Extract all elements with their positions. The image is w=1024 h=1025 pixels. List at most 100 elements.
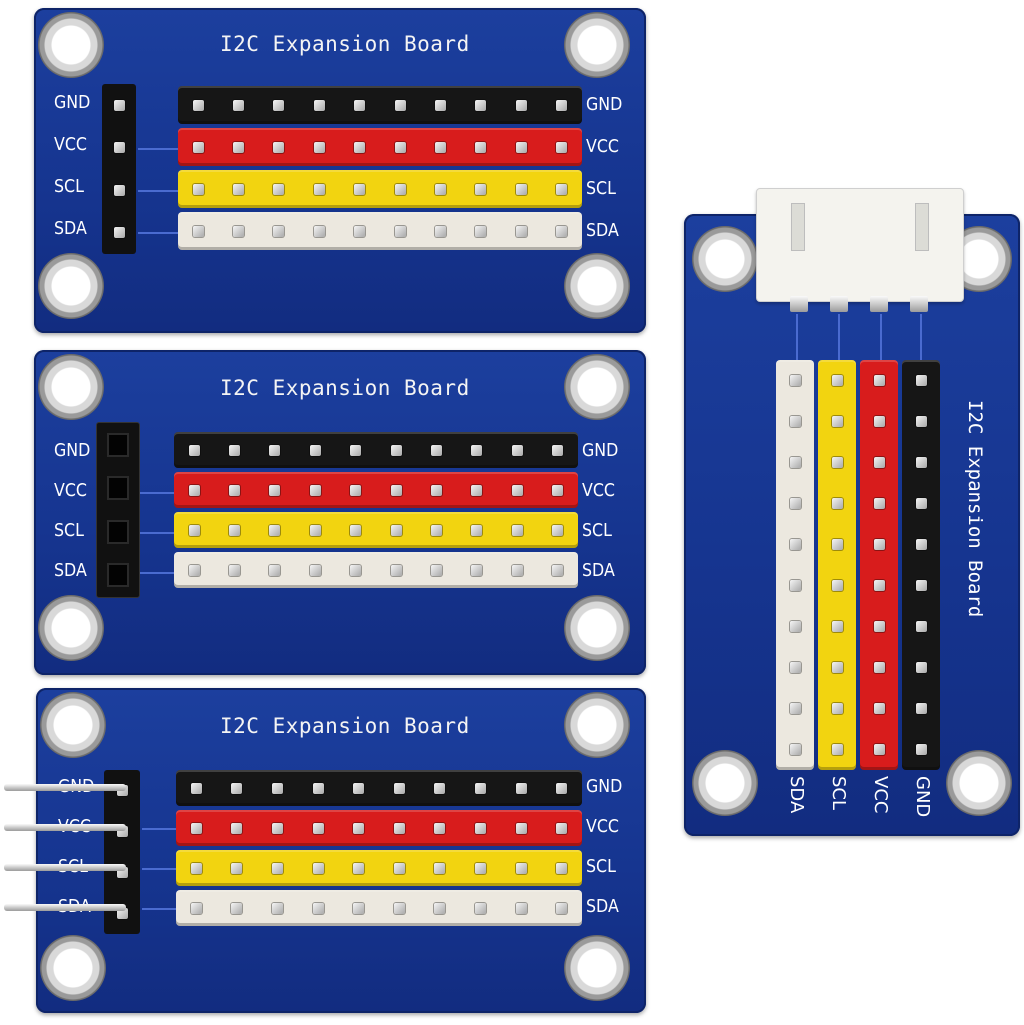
connector-pin — [910, 296, 928, 312]
board-title: I2C Expansion Board — [220, 376, 470, 400]
header-pin — [113, 227, 125, 239]
header-pin — [113, 184, 125, 196]
mounting-hole — [564, 253, 630, 319]
header-pin — [231, 782, 243, 794]
header-pin — [312, 822, 324, 834]
header-pin — [394, 183, 406, 195]
header-pin — [873, 703, 885, 714]
header-pin — [229, 484, 241, 496]
header-pin — [393, 862, 405, 874]
header-pin — [915, 416, 927, 427]
gnd-pin-rail — [174, 432, 578, 468]
header-pin — [831, 539, 843, 550]
label-sda-left: SDA — [54, 218, 87, 239]
header-pin — [552, 524, 564, 536]
pcb-trace — [140, 492, 174, 494]
pcb-trace — [838, 314, 840, 364]
header-pin — [831, 457, 843, 468]
header-pin — [915, 621, 927, 632]
header-pin — [511, 524, 523, 536]
vcc-pin-rail — [174, 472, 578, 508]
header-pin — [915, 375, 927, 386]
pcb-trace — [142, 868, 178, 870]
header-pin — [313, 99, 325, 111]
header-pin — [192, 141, 204, 153]
header-pin — [789, 703, 801, 714]
header-pin — [789, 457, 801, 468]
board-right-angle-header: I2C Expansion Board GND VCC SCL SDA GND … — [36, 688, 646, 1013]
label-gnd-right: GND — [586, 94, 623, 115]
scl-pin-rail — [818, 360, 856, 770]
header-pin — [354, 141, 366, 153]
header-pin — [188, 524, 200, 536]
header-pin — [831, 621, 843, 632]
header-pin — [273, 99, 285, 111]
header-pin — [434, 822, 446, 834]
header-pin — [271, 782, 283, 794]
header-pin — [831, 416, 843, 427]
header-pin — [831, 703, 843, 714]
female-socket-header — [96, 422, 140, 598]
header-pin — [233, 141, 245, 153]
header-pin — [915, 457, 927, 468]
header-pin — [271, 902, 283, 914]
header-pin — [309, 564, 321, 576]
header-pin — [116, 867, 128, 878]
header-pin — [192, 183, 204, 195]
header-pin — [831, 580, 843, 591]
gnd-pin-rail — [902, 360, 940, 770]
mounting-hole — [564, 12, 630, 78]
header-pin — [789, 416, 801, 427]
header-pin — [873, 580, 885, 591]
board-male-header: I2C Expansion Board GND VCC SCL SDA GND … — [34, 8, 646, 333]
header-pin — [434, 862, 446, 874]
header-pin — [873, 662, 885, 673]
pcb-trace — [140, 532, 174, 534]
header-pin — [556, 141, 568, 153]
header-pin — [515, 782, 527, 794]
header-pin — [353, 902, 365, 914]
mounting-hole — [564, 935, 630, 1001]
header-pin — [789, 662, 801, 673]
mounting-hole — [946, 750, 1012, 816]
pcb-trace — [138, 232, 178, 234]
header-pin — [231, 902, 243, 914]
header-pin — [873, 457, 885, 468]
header-pin — [394, 141, 406, 153]
header-pin — [915, 744, 927, 755]
label-scl-left: SCL — [54, 520, 84, 541]
gnd-pin-rail — [178, 86, 582, 124]
pcb-trace — [920, 314, 922, 364]
label-vcc-bottom: VCC — [870, 776, 891, 814]
header-pin — [873, 744, 885, 755]
label-vcc-left: VCC — [54, 480, 87, 501]
header-pin — [556, 183, 568, 195]
pcb-trace — [138, 190, 178, 192]
header-pin — [273, 225, 285, 237]
header-pin — [269, 484, 281, 496]
gnd-pin-rail — [176, 770, 582, 806]
header-pin — [552, 444, 564, 456]
header-pin — [556, 99, 568, 111]
label-vcc-right: VCC — [586, 136, 619, 157]
header-pin — [474, 822, 486, 834]
mounting-hole — [40, 935, 106, 1001]
header-pin — [515, 99, 527, 111]
label-scl-right: SCL — [586, 178, 616, 199]
scl-pin-rail — [174, 512, 578, 548]
label-gnd-bottom: GND — [912, 776, 933, 818]
header-pin — [312, 782, 324, 794]
mounting-hole — [38, 595, 104, 661]
header-pin — [515, 183, 527, 195]
header-pin — [831, 744, 843, 755]
pcb-trace — [142, 828, 178, 830]
header-pin — [552, 484, 564, 496]
header-pin — [113, 99, 125, 111]
header-pin — [116, 908, 128, 919]
header-pin — [915, 539, 927, 550]
header-pin — [556, 902, 568, 914]
header-pin — [831, 498, 843, 509]
header-pin — [831, 662, 843, 673]
header-pin — [511, 484, 523, 496]
scl-pin-rail — [178, 170, 582, 208]
